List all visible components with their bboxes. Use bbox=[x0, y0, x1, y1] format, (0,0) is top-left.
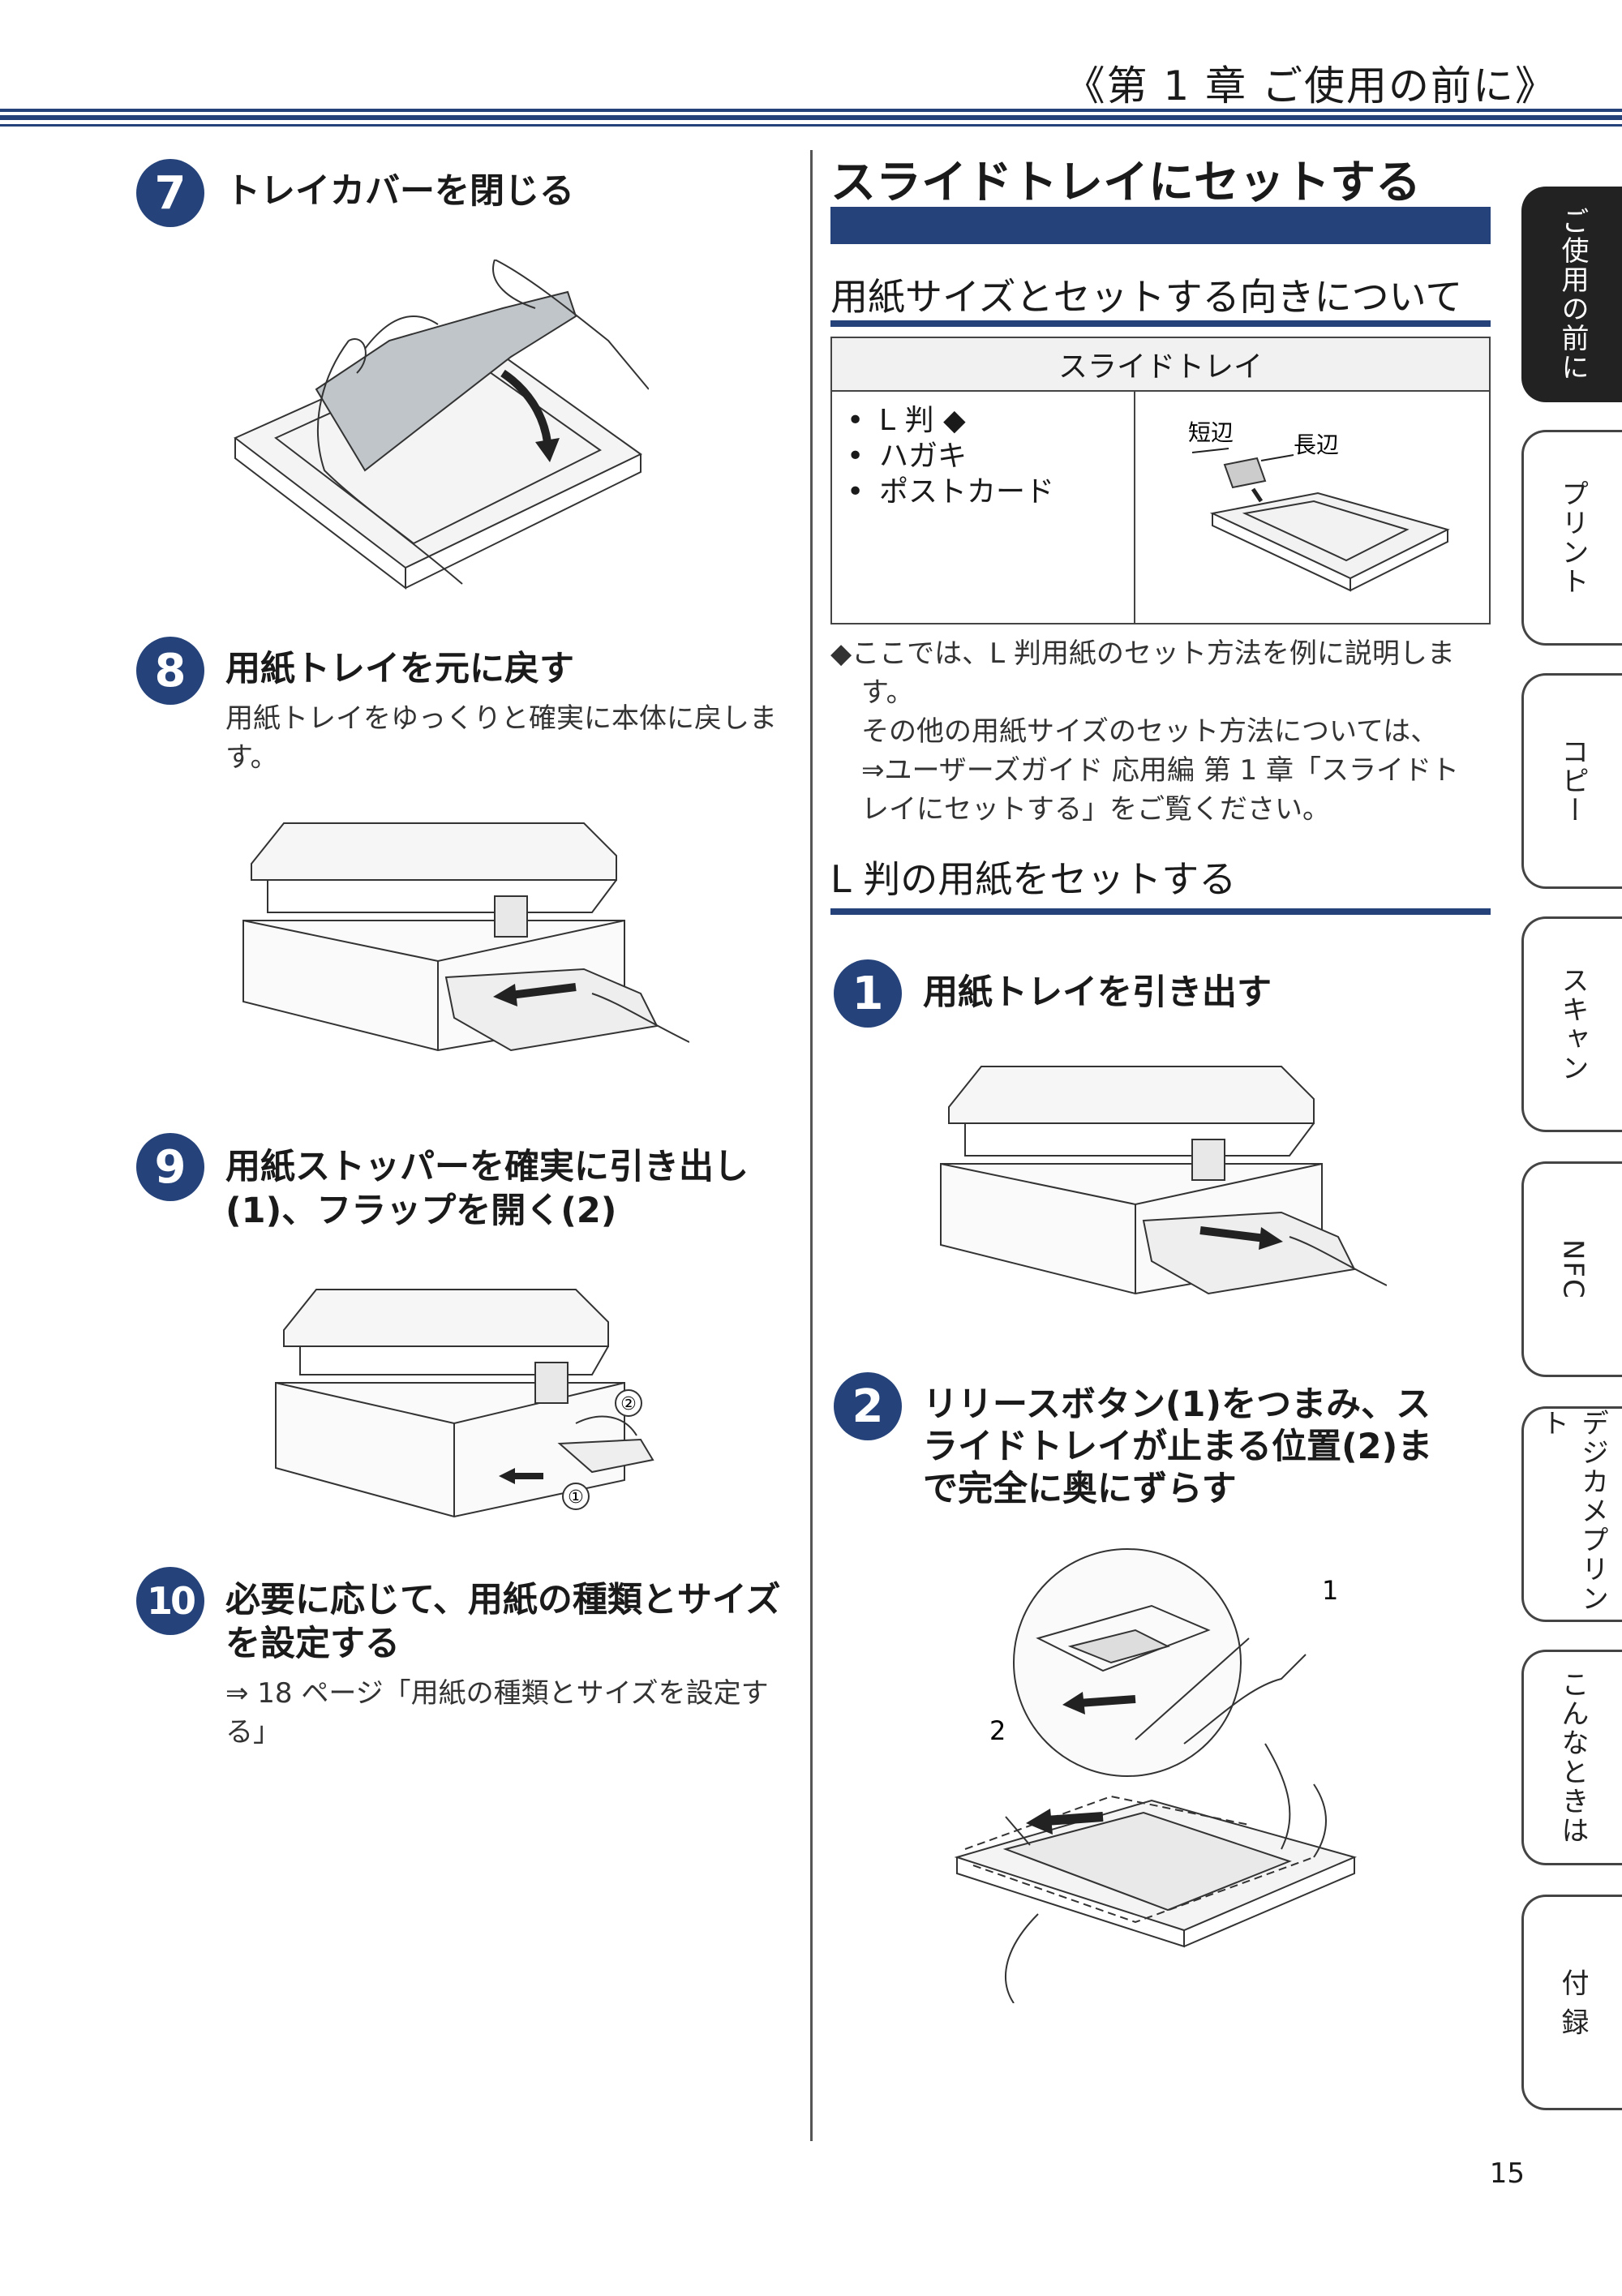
paper-orientation-illustration: 短辺 長辺 bbox=[1188, 419, 1450, 592]
list-item: •ポストカード bbox=[847, 475, 1055, 509]
callout-1: 1 bbox=[1322, 1575, 1338, 1606]
step-8-badge: 8 bbox=[136, 637, 204, 705]
tab-nfc[interactable]: NFC bbox=[1521, 1161, 1622, 1377]
table-header: スライドトレイ bbox=[832, 338, 1489, 392]
tab-troubleshooting[interactable]: こんなときは bbox=[1521, 1650, 1622, 1865]
tab-copy[interactable]: コピー bbox=[1521, 673, 1622, 889]
step-9-title-line2: (1)、フラップを開く(2) bbox=[225, 1191, 617, 1231]
step-1-title: 用紙トレイを引き出す bbox=[923, 972, 1272, 1013]
step-2-badge: 2 bbox=[834, 1372, 902, 1440]
step-9-title-line1: 用紙ストッパーを確実に引き出し bbox=[225, 1147, 749, 1187]
step-10-badge: 10 bbox=[136, 1567, 204, 1635]
tray-cover-illustration bbox=[234, 260, 649, 590]
step-10-body-line1: ⇒ 18 ページ「用紙の種類とサイズを設定す bbox=[225, 1677, 769, 1710]
subsection-rule bbox=[830, 908, 1491, 915]
step-8-body: 用紙トレイをゆっくりと確実に本体に戻します。 bbox=[225, 702, 777, 774]
tab-scan[interactable]: スキャン bbox=[1521, 916, 1622, 1132]
note-line-3: その他の用紙サイズのセット方法については、 bbox=[861, 715, 1439, 748]
section-title: スライドトレイにセットする bbox=[830, 157, 1421, 209]
step-10-title-line2: を設定する bbox=[225, 1624, 400, 1664]
tab-photo-print[interactable]: デジカメプリント bbox=[1521, 1406, 1622, 1622]
column-divider bbox=[810, 150, 813, 2141]
header-rules bbox=[0, 109, 1622, 127]
section-bar bbox=[830, 207, 1491, 244]
list-item: •ハガキ bbox=[847, 440, 968, 473]
step-2-title-line3: で完全に奥にずらす bbox=[923, 1469, 1237, 1509]
paper-size-table: スライドトレイ •L 判 ◆ •ハガキ •ポストカード 短辺 長辺 bbox=[830, 337, 1491, 624]
step-2-title-line2: ライドトレイが止まる位置(2)ま bbox=[923, 1427, 1433, 1467]
step-8-title: 用紙トレイを元に戻す bbox=[225, 649, 574, 689]
printer-pull-tray-illustration bbox=[940, 1066, 1387, 1295]
note-line-2: す。 bbox=[861, 676, 914, 709]
step-10-body-line2: る」 bbox=[225, 1716, 281, 1749]
note-line-1: ◆ここでは、L 判用紙のセット方法を例に説明しま bbox=[830, 637, 1455, 670]
label-short-edge: 短辺 bbox=[1188, 419, 1234, 446]
printer-insert-tray-illustration bbox=[242, 822, 689, 1052]
tab-print[interactable]: プリント bbox=[1521, 430, 1622, 646]
callout-2: 2 bbox=[989, 1715, 1006, 1746]
paper-stopper-illustration: ① ② bbox=[275, 1289, 654, 1518]
callout-1: ① bbox=[568, 1487, 584, 1508]
step-9-badge: 9 bbox=[136, 1133, 204, 1201]
list-item: •L 判 ◆ bbox=[847, 404, 966, 437]
tab-appendix[interactable]: 付 録 bbox=[1521, 1895, 1622, 2110]
chapter-heading: 《第 1 章 ご使用の前に》 bbox=[1064, 62, 1557, 109]
step-7-badge: 7 bbox=[136, 159, 204, 227]
subsection-rule bbox=[830, 320, 1491, 327]
step-7-title: トレイカバーを閉じる bbox=[225, 171, 574, 212]
slide-tray-release-illustration: 1 2 bbox=[954, 1548, 1358, 2003]
page-number: 15 bbox=[1489, 2157, 1525, 2190]
label-long-edge: 長辺 bbox=[1294, 431, 1339, 458]
subsection-l-size: L 判の用紙をセットする bbox=[830, 857, 1237, 901]
subsection-paper-size: 用紙サイズとセットする向きについて bbox=[830, 275, 1463, 319]
callout-2: ② bbox=[620, 1394, 637, 1414]
note-line-4: ⇒ユーザーズガイド 応用編 第 1 章「スライドト bbox=[861, 754, 1459, 787]
step-2-title-line1: リリースボタン(1)をつまみ、ス bbox=[923, 1384, 1431, 1425]
step-1-badge: 1 bbox=[834, 959, 902, 1028]
step-10-title-line1: 必要に応じて、用紙の種類とサイズ bbox=[225, 1580, 781, 1620]
note-line-5: レイにセットする」をご覧ください。 bbox=[861, 793, 1330, 826]
paper-size-list: •L 判 ◆ •ハガキ •ポストカード bbox=[847, 403, 1134, 510]
tab-before-use[interactable]: ご使用の前に bbox=[1521, 187, 1622, 402]
